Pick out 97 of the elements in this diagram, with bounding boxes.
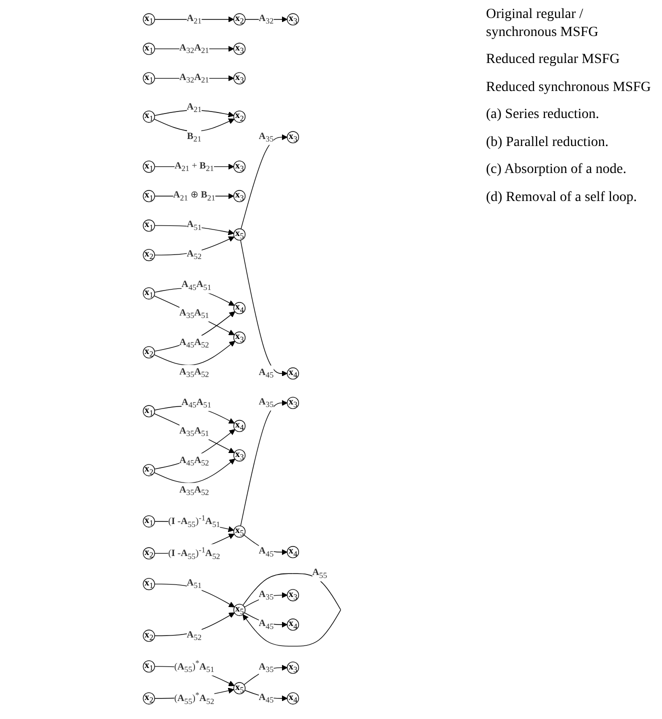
caption-text: (a) Series reduction.: [486, 106, 600, 124]
node-circle: x$_{2}$: [142, 547, 155, 560]
node-circle: x$_{1}$: [142, 72, 155, 84]
edge-label: (I -A$_{55}$)$^{-1}$A$_{51}$: [168, 514, 220, 529]
arrow: [154, 612, 235, 636]
node-circle: x$_{1}$: [142, 578, 155, 590]
edge-label: A$_{35}$A$_{52}$: [179, 366, 210, 380]
node-circle: x$_{3}$: [233, 449, 246, 462]
arrow: [240, 240, 288, 376]
node-circle: x$_{2}$: [142, 692, 155, 704]
edge-label: A$_{51}$: [186, 220, 202, 232]
edge-label: A$_{51}$: [186, 578, 202, 590]
node-circle: x$_{2}$: [233, 110, 246, 123]
edge-label: (I -A$_{55}$)$^{-1}$A$_{52}$: [168, 546, 220, 561]
edge-label: A$_{45}$A$_{52}$: [179, 455, 210, 468]
node-circle: x$_{2}$: [142, 630, 155, 642]
arrow: [154, 584, 235, 608]
node-circle: x$_{5}$: [233, 525, 246, 538]
edge-label: A$_{21}$: [186, 102, 202, 114]
edge-label: A$_{45}$: [258, 546, 274, 558]
node-circle: x$_{3}$: [233, 42, 246, 55]
node-circle: x$_{2}$: [142, 464, 155, 476]
edge-label: A$_{21}$ ⊕ B$_{21}$: [173, 190, 216, 202]
node-circle: x$_{4}$: [286, 546, 299, 558]
edge-label: A$_{45}$: [258, 692, 274, 705]
edge-label: A$_{21}$ + B$_{21}$: [174, 160, 214, 173]
node-circle: x$_{3}$: [286, 589, 299, 602]
node-circle: x$_{3}$: [233, 72, 246, 84]
node-circle: x$_{4}$: [233, 420, 246, 432]
caption-text: (c) Absorption of a node.: [486, 161, 628, 178]
edge-label: A$_{32}$A$_{21}$: [179, 72, 210, 85]
edge-label: A$_{45}$A$_{52}$: [179, 338, 210, 350]
node-circle: x$_{1}$: [142, 13, 155, 26]
edge-label: A$_{52}$: [186, 630, 202, 642]
node-circle: x$_{3}$: [233, 160, 246, 173]
node-circle: x$_{3}$: [233, 332, 246, 344]
node-circle: x$_{4}$: [286, 618, 299, 631]
edge-label: A$_{55}$: [312, 568, 328, 580]
arrow: [154, 110, 234, 118]
node-circle: x$_{1}$: [142, 160, 155, 173]
caption-text: (d) Removal of a self loop.: [486, 188, 638, 206]
node-circle: x$_{1}$: [142, 190, 155, 202]
node-circle: x$_{3}$: [286, 13, 299, 26]
edge-label: A$_{45}$: [258, 368, 274, 380]
node-circle: x$_{2}$: [233, 13, 246, 26]
arrow: [154, 295, 235, 336]
edge-label: A$_{35}$: [258, 589, 274, 602]
caption-text: Reduced synchronous MSFG: [486, 78, 652, 96]
node-circle: x$_{4}$: [286, 367, 299, 380]
arrow: [154, 236, 235, 256]
node-circle: x$_{5}$: [233, 604, 246, 616]
edge-label: (A$_{55}$)$^{*}$A$_{52}$: [174, 690, 214, 706]
node-circle: x$_{5}$: [233, 682, 246, 694]
arrow: [154, 118, 235, 132]
node-circle: x$_{2}$: [142, 346, 155, 358]
edge-label: A$_{32}$: [258, 13, 274, 26]
node-circle: x$_{4}$: [233, 302, 246, 314]
caption-text: Original regular / synchronous MSFG: [486, 6, 600, 41]
edge-label: A$_{35}$: [258, 662, 274, 674]
node-circle: x$_{1}$: [142, 110, 155, 123]
node-circle: x$_{1}$: [142, 405, 155, 418]
edge-label: A$_{35}$A$_{52}$: [179, 484, 210, 497]
edge-label: A$_{35}$A$_{51}$: [179, 426, 210, 438]
edge-label: A$_{52}$: [186, 249, 202, 262]
caption-text: (b) Parallel reduction.: [486, 134, 610, 151]
node-circle: x$_{3}$: [286, 131, 299, 144]
node-circle: x$_{1}$: [142, 42, 155, 55]
edge-label: A$_{32}$A$_{21}$: [179, 42, 210, 56]
arrow: [244, 592, 288, 608]
edge-label: B$_{21}$: [187, 131, 202, 144]
node-circle: x$_{5}$: [233, 228, 246, 241]
edge-label: A$_{21}$: [186, 13, 202, 26]
node-circle: x$_{1}$: [142, 287, 155, 300]
caption-text: Reduced regular MSFG: [486, 51, 621, 68]
arrow: [154, 225, 234, 236]
edge-label: A$_{45}$: [258, 618, 274, 631]
node-circle: x$_{3}$: [286, 396, 299, 409]
arrow: [154, 311, 236, 352]
arrow: [244, 664, 288, 686]
edge-label: (A$_{55}$)$^{*}$A$_{51}$: [174, 658, 214, 674]
node-circle: x$_{3}$: [286, 662, 299, 674]
arrow: [154, 429, 236, 470]
edge-label: A$_{45}$A$_{51}$: [182, 398, 212, 410]
edge-label: A$_{35}$A$_{51}$: [179, 308, 210, 320]
edge-label: A$_{35}$: [258, 397, 274, 410]
arrow: [240, 134, 288, 230]
node-circle: x$_{1}$: [142, 515, 155, 528]
arrow: [154, 413, 235, 454]
arrow: [240, 400, 288, 526]
edge-label: A$_{45}$A$_{51}$: [182, 280, 212, 292]
arrow: [154, 340, 236, 366]
node-circle: x$_{3}$: [233, 190, 246, 202]
node-circle: x$_{4}$: [286, 692, 299, 704]
node-circle: x$_{1}$: [142, 660, 155, 672]
node-circle: x$_{2}$: [142, 248, 155, 262]
edge-label: A$_{35}$: [258, 131, 274, 144]
node-circle: x$_{1}$: [142, 220, 155, 232]
